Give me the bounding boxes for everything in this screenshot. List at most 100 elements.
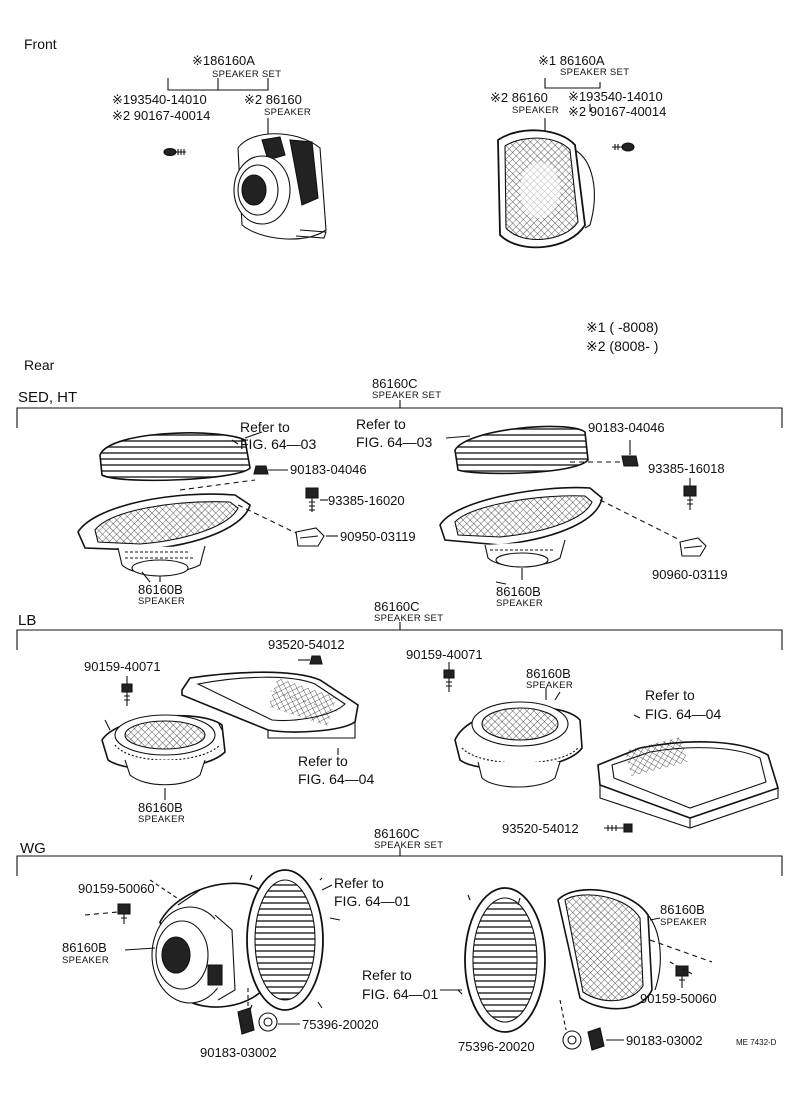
lb-left-cover-icon — [182, 672, 358, 738]
wg-right-speaker-part: 86160B — [660, 902, 705, 917]
lb-refer-right-1: Refer to — [645, 687, 695, 703]
wg-left-speaker-icon — [152, 883, 270, 1007]
wg-left-speaker-part: 86160B — [62, 940, 107, 955]
sed-bracket — [17, 400, 782, 428]
wg-left-grille-icon — [247, 870, 332, 1010]
lb-refer-left-1: Refer to — [298, 753, 348, 769]
front-right-set-name: SPEAKER SET — [560, 67, 630, 78]
lb-right-speaker-icon — [455, 692, 582, 787]
front-left-screw2-part: ※2 90167-40014 — [112, 108, 211, 123]
lb-set-part: 86160C — [374, 599, 420, 614]
wg-refer-left-2: FIG. 64—01 — [334, 893, 411, 909]
lb-label: LB — [18, 612, 37, 629]
legend-note-1: ※1 ( -8008) — [586, 319, 659, 335]
front-right-tree — [545, 78, 600, 132]
sed-nut-right-part: 90183-04046 — [588, 420, 665, 435]
wg-left-washer-part: 75396-20020 — [302, 1017, 379, 1032]
lb-left-screw-icon — [122, 676, 132, 706]
lb-left-speaker-icon — [102, 715, 225, 800]
lb-top-screw-icon — [298, 656, 322, 664]
wg-label: WG — [20, 840, 46, 857]
wg-left-screw-icon — [85, 904, 130, 924]
legend-note-2: ※2 (8008- ) — [586, 338, 659, 354]
wg-left-speaker-name: SPEAKER — [62, 955, 109, 966]
front-right-screw1-part: ※193540-14010 — [568, 89, 663, 104]
wg-left-clip-icon — [238, 988, 254, 1034]
sed-clip-left-part: 90950-03119 — [340, 529, 416, 544]
sed-left-speaker-part: 86160B — [138, 582, 183, 597]
wg-right-washer-icon — [560, 1000, 581, 1049]
sed-refer-mid-1: Refer to — [356, 416, 406, 432]
sed-refer-mid-2: FIG. 64—03 — [356, 434, 433, 450]
wg-refer-right-2: FIG. 64—01 — [362, 986, 439, 1002]
wg-right-screw-icon — [670, 962, 694, 988]
lb-set-name: SPEAKER SET — [374, 613, 444, 624]
front-right-speaker-icon — [498, 130, 594, 247]
front-right-screw-icon — [612, 143, 634, 151]
wg-left-washer-icon — [259, 1013, 300, 1031]
wg-left-clip-part: 90183-03002 — [200, 1045, 277, 1060]
sed-clip-right-part: 90960-03119 — [652, 567, 728, 582]
sed-refer-left-1: Refer to — [240, 419, 290, 435]
front-right-set-part: ※1 86160A — [538, 53, 605, 68]
sed-left-clip-icon — [296, 528, 338, 546]
front-left-set-part: ※186160A — [192, 53, 255, 68]
sed-right-speaker-part: 86160B — [496, 584, 541, 599]
front-heading: Front — [24, 36, 57, 52]
sed-right-nut-icon — [622, 440, 638, 466]
wg-bracket — [17, 848, 782, 876]
wg-right-speaker-icon — [558, 890, 660, 1009]
front-left-set-name: SPEAKER SET — [212, 69, 282, 80]
lb-refer-left-2: FIG. 64—04 — [298, 771, 375, 787]
lb-left-speaker-part: 86160B — [138, 800, 183, 815]
lb-left-screw-part: 90159-40071 — [84, 659, 161, 674]
lb-bottom-screw-part: 93520-54012 — [502, 821, 579, 836]
sed-left-speaker-name: SPEAKER — [138, 596, 185, 607]
wg-right-clip-part: 90183-03002 — [626, 1033, 703, 1048]
front-left-screw-icon — [164, 149, 186, 156]
sed-right-bolt-icon — [684, 478, 696, 510]
front-right-speaker-part: ※2 86160 — [490, 90, 548, 105]
sed-label: SED, HT — [18, 389, 78, 406]
sed-refer-left-2: FIG. 64—03 — [240, 436, 317, 452]
front-left-speaker-name: SPEAKER — [264, 107, 311, 118]
wg-right-clip-icon — [588, 1028, 624, 1050]
lb-right-screw-part: 90159-40071 — [406, 647, 483, 662]
front-right-speaker-name: SPEAKER — [512, 105, 559, 116]
sed-nut-left-part: 90183-04046 — [290, 462, 367, 477]
lb-right-speaker-name: SPEAKER — [526, 680, 573, 691]
sed-left-speaker-icon — [78, 494, 250, 582]
front-right-screw2-part: ※2 90167-40014 — [568, 104, 667, 119]
front-left-screw1-part: ※193540-14010 — [112, 92, 207, 107]
sed-bolt-right-part: 93385-16018 — [648, 461, 725, 476]
sed-set-name: SPEAKER SET — [372, 390, 442, 401]
lb-left-speaker-name: SPEAKER — [138, 814, 185, 825]
lb-bracket — [17, 622, 782, 650]
leader-lines — [125, 572, 660, 990]
front-left-speaker-part: ※2 86160 — [244, 92, 302, 107]
drawing-code: ME 7432-D — [736, 1038, 777, 1047]
wg-refer-right-1: Refer to — [362, 967, 412, 983]
wg-refer-left-1: Refer to — [334, 875, 384, 891]
sed-right-clip-icon — [680, 538, 706, 556]
sed-right-speaker-icon — [440, 488, 602, 580]
lb-refer-right-2: FIG. 64—04 — [645, 706, 722, 722]
sed-left-nut-icon — [254, 466, 288, 474]
wg-set-name: SPEAKER SET — [374, 840, 444, 851]
wg-right-washer-part: 75396-20020 — [458, 1039, 535, 1054]
sed-left-bolt-icon — [306, 488, 328, 512]
sed-left-grille-icon — [100, 433, 250, 480]
sed-bolt-left-part: 93385-16020 — [328, 493, 405, 508]
front-left-speaker-icon — [234, 134, 326, 239]
sed-right-speaker-name: SPEAKER — [496, 598, 543, 609]
wg-set-part: 86160C — [374, 826, 420, 841]
lb-right-screw-icon — [444, 662, 454, 692]
lb-right-cover-icon — [598, 736, 778, 828]
lb-top-screw-part: 93520-54012 — [268, 637, 345, 652]
sed-set-part: 86160C — [372, 376, 418, 391]
sed-right-grille-icon — [455, 426, 588, 473]
lb-bottom-screw-icon — [604, 824, 632, 832]
rear-heading: Rear — [24, 357, 55, 373]
